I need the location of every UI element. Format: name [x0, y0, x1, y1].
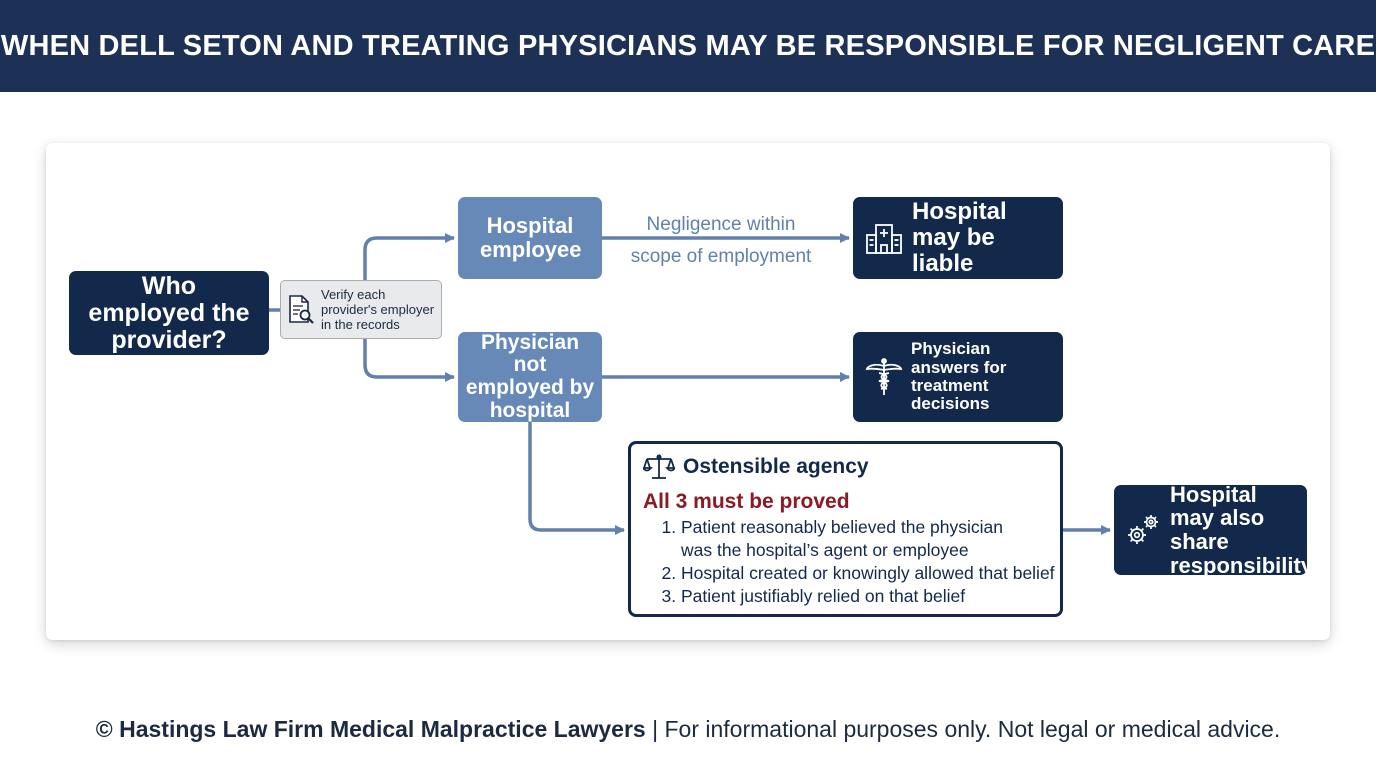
- ostensible-agency-box: Ostensible agency All 3 must be proved P…: [628, 441, 1063, 617]
- ostensible-agency-subtitle: All 3 must be proved: [643, 490, 850, 513]
- hospital-liable-text: Hospital may be liable: [912, 198, 1007, 277]
- negligence-label: Negligence within scope of employment: [616, 209, 826, 273]
- gears-icon: [1124, 511, 1162, 549]
- footer-disclaimer: For informational purposes only. Not leg…: [664, 716, 1281, 742]
- physician-not-employed-text: Physician not employed by hospital: [465, 330, 595, 422]
- ostensible-agency-heading: Ostensible agency: [643, 453, 1060, 481]
- footer-copyright: © Hastings Law Firm Medical Malpractice …: [95, 716, 646, 742]
- question-box: Who employed the provider?: [69, 271, 269, 355]
- footer-separator: |: [645, 716, 665, 742]
- verify-note-text: Verify each provider's employer in the r…: [321, 286, 435, 333]
- ostensible-agency-item-1: Patient reasonably believed the physicia…: [681, 516, 1031, 562]
- negligence-label-line1: Negligence within: [646, 214, 796, 235]
- verify-note: Verify each provider's employer in the r…: [280, 280, 442, 339]
- caduceus-icon: [865, 357, 903, 397]
- hospital-employee-box: Hospital employee: [458, 197, 602, 279]
- question-text: Who employed the provider?: [88, 271, 250, 354]
- hospital-employee-text: Hospital employee: [480, 213, 582, 262]
- physician-not-employed-box: Physician not employed by hospital: [458, 330, 602, 422]
- physician-answers-text: Physician answers for treatment decision…: [911, 339, 1007, 414]
- ostensible-agency-title: Ostensible agency: [683, 455, 869, 478]
- physician-answers-box: Physician answers for treatment decision…: [853, 332, 1063, 422]
- page-title: WHEN DELL SETON AND TREATING PHYSICIANS …: [0, 29, 1376, 62]
- footer: © Hastings Law Firm Medical Malpractice …: [0, 716, 1376, 743]
- hospital-share-text: Hospital may also share responsibility: [1170, 481, 1314, 578]
- ostensible-agency-list: Patient reasonably believed the physicia…: [643, 516, 1060, 608]
- ostensible-agency-item-3: Patient justifiably relied on that belie…: [681, 585, 1060, 608]
- negligence-label-line2: scope of employment: [630, 246, 812, 267]
- header-banner: WHEN DELL SETON AND TREATING PHYSICIANS …: [0, 0, 1376, 92]
- hospital-liable-box: Hospital may be liable: [853, 197, 1063, 279]
- scales-icon: [643, 453, 675, 481]
- hospital-share-box: Hospital may also share responsibility: [1114, 481, 1314, 578]
- hospital-building-icon: [865, 221, 903, 255]
- document-search-icon: [287, 294, 315, 326]
- ostensible-agency-item-2: Hospital created or knowingly allowed th…: [681, 562, 1060, 585]
